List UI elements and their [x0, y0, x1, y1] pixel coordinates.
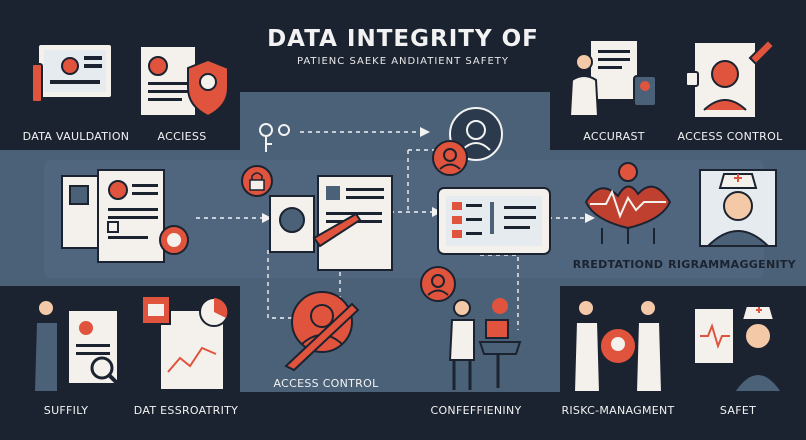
doctors-icon: [568, 296, 668, 396]
heart-chart-icon: [580, 158, 676, 248]
label-rredtationd: RREDTATIOND: [572, 258, 664, 271]
label-risk-management: RISKC-MANAGMENT: [561, 404, 675, 417]
label-rigramaggenity: RIGRAMMAGGENITY: [668, 258, 796, 271]
main-title: DATA INTEGRITY OF: [267, 26, 539, 52]
key-icon: [254, 118, 294, 158]
safety-nurse-icon: [690, 296, 786, 396]
access-control-person-icon: [282, 286, 374, 372]
label-access-control-top: ACCESS CONTROL: [677, 130, 783, 143]
label-safet: SAFET: [719, 404, 757, 417]
lock-icon: [240, 164, 274, 198]
label-data-validation: DATA VAULDATION: [22, 130, 130, 143]
label-access-control-center: ACCESS CONTROL: [273, 377, 379, 390]
access-document-icon: [266, 168, 396, 272]
person-icon: [440, 296, 532, 394]
nurse-icon: [696, 166, 780, 250]
patient-card-icon: [680, 36, 780, 120]
monitor-icon: [30, 38, 120, 120]
form-document-icon: [58, 166, 198, 270]
label-suffily: SUFFILY: [43, 404, 89, 417]
doctor-icon: [564, 36, 664, 120]
label-accurast: ACCURAST: [583, 130, 645, 143]
clipboard-icon: [28, 296, 134, 396]
document-icon: [136, 36, 232, 120]
user-circle-lower-icon: [418, 264, 458, 304]
label-dat-essroatrity: DAT ESSROATRITY: [133, 404, 239, 417]
label-confeffieniny: CONFEFFIENINY: [430, 404, 522, 417]
subtitle: PATIENC SAEKE ANDIATIENT SAFETY: [296, 56, 510, 67]
tablet-form-icon: [436, 186, 552, 256]
label-access: ACCIESS: [157, 130, 207, 143]
user-circle-red-icon: [430, 138, 470, 178]
report-document-icon: [136, 292, 236, 396]
